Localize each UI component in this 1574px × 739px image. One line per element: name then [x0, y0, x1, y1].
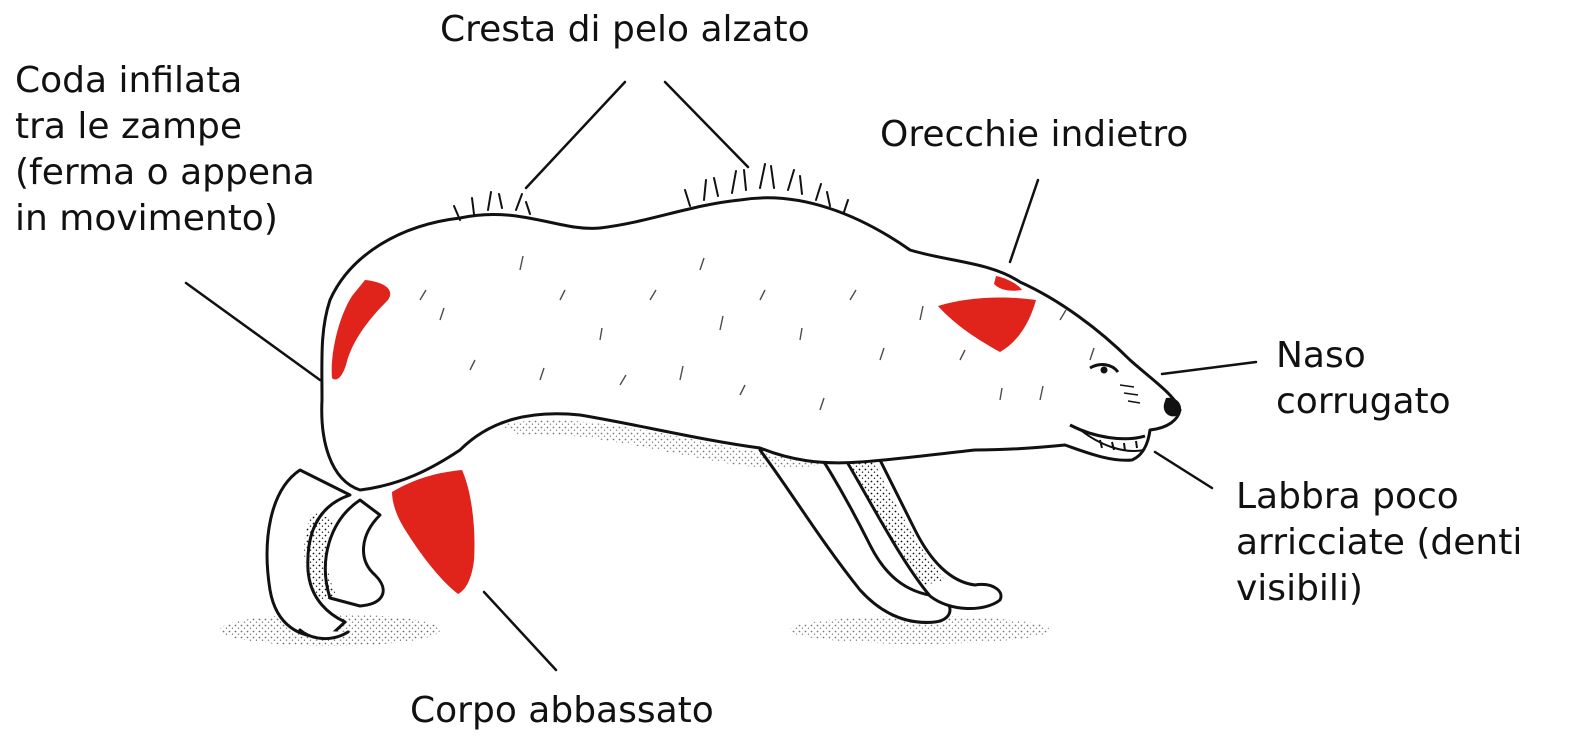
label-cresta: Cresta di pelo alzato [440, 7, 810, 53]
leg-highlight [392, 470, 475, 594]
label-corpo-line: Corpo abbassato [410, 688, 714, 734]
label-coda-line-3: (ferma o appena [15, 150, 315, 196]
label-labbra-line-3: visibili) [1236, 566, 1522, 612]
label-cresta-line: Cresta di pelo alzato [440, 7, 810, 53]
label-naso: Naso corrugato [1276, 333, 1451, 425]
label-coda-line-4: in movimento) [15, 196, 315, 242]
leader-line-orecchie [1010, 180, 1038, 262]
label-labbra-line-2: arricciate (denti [1236, 520, 1522, 566]
label-coda: Coda infilata tra le zampe (ferma o appe… [15, 58, 315, 242]
label-coda-line-2: tra le zampe [15, 104, 315, 150]
dog-body [322, 164, 1181, 490]
leader-line-cresta-right [665, 82, 748, 167]
label-coda-line-1: Coda infilata [15, 58, 315, 104]
label-labbra-line-1: Labbra poco [1236, 474, 1522, 520]
label-orecchie: Orecchie indietro [880, 112, 1188, 158]
label-labbra: Labbra poco arricciate (denti visibili) [1236, 474, 1522, 612]
label-naso-line-2: corrugato [1276, 379, 1451, 425]
label-naso-line-1: Naso [1276, 333, 1451, 379]
label-orecchie-line: Orecchie indietro [880, 112, 1188, 158]
label-corpo: Corpo abbassato [410, 688, 714, 734]
leader-line-naso [1162, 362, 1256, 374]
leader-line-corpo [484, 592, 556, 670]
leader-line-labbra [1155, 452, 1212, 488]
leader-line-coda [186, 283, 320, 380]
leader-line-cresta-left [526, 82, 625, 188]
